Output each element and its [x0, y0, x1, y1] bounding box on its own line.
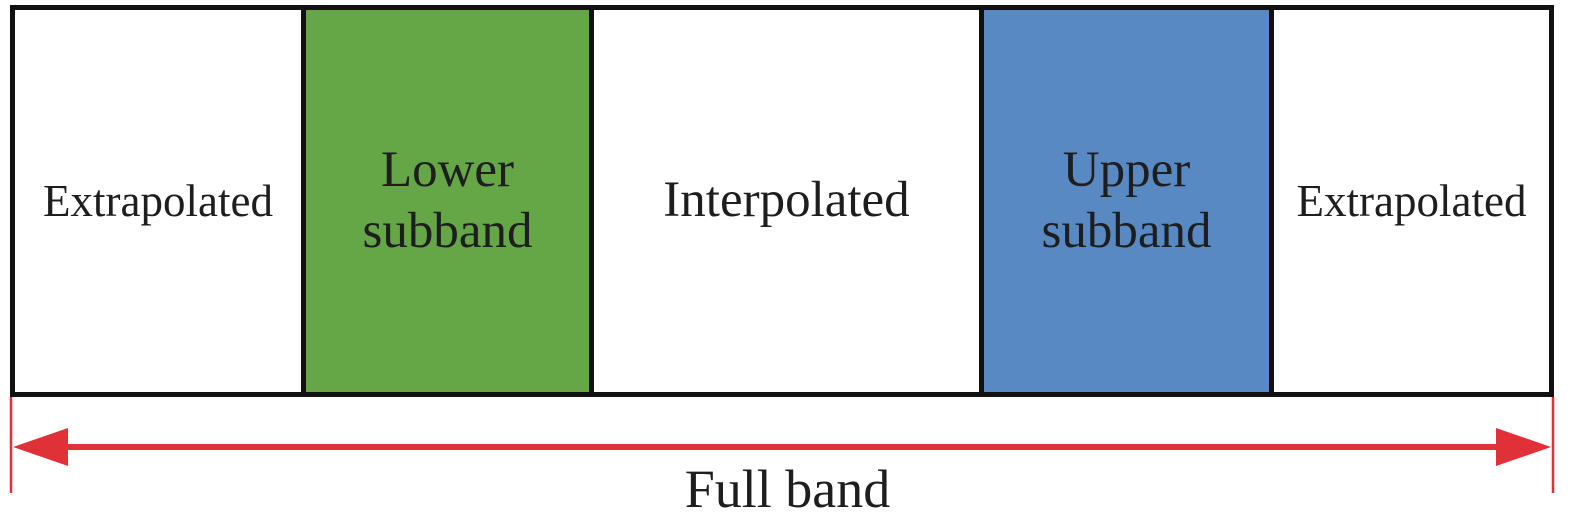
full-band-label: Full band: [684, 459, 891, 519]
full-band-left-arrowhead: [13, 428, 68, 466]
full-band-right-arrowhead: [1496, 428, 1551, 466]
band-interpolated: Interpolated: [589, 10, 979, 392]
band-label-lower-subband: Lower subband: [362, 141, 533, 259]
band-label-extrapolated-right: Extrapolated: [1296, 176, 1527, 226]
band-lower-subband: Lower subband: [301, 10, 589, 392]
band-label-extrapolated-left: Extrapolated: [43, 176, 273, 226]
band-label-upper-subband: Upper subband: [1041, 141, 1212, 259]
frequency-band-strip: Extrapolated Lower subband Interpolated …: [10, 5, 1554, 397]
band-extrapolated-left: Extrapolated: [15, 10, 301, 392]
full-band-arrow: [9, 397, 1555, 493]
band-upper-subband: Upper subband: [979, 10, 1269, 392]
band-label-interpolated: Interpolated: [663, 172, 910, 229]
band-extrapolated-right: Extrapolated: [1269, 10, 1549, 392]
